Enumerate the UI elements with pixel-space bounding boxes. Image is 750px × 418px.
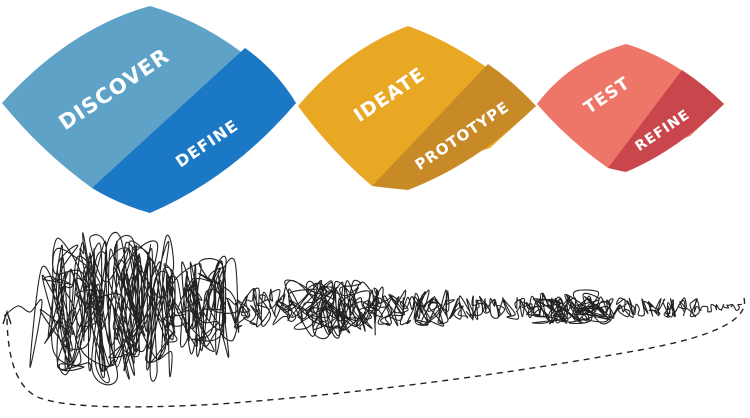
- refine-shape-lower: [608, 70, 724, 172]
- loop-arrowhead-icon: [2, 309, 12, 325]
- stage-ideate-prototype: IDEATE PROTOTYPE: [298, 26, 536, 190]
- stage-discover-define: DISCOVER DEFINE: [2, 6, 296, 213]
- prototype-shape-lower: [372, 64, 536, 190]
- process-squiggle: [3, 231, 743, 386]
- loop-dashed-path: [6, 297, 746, 408]
- loop-back-arrow: [2, 297, 746, 408]
- squiggle-line: [3, 231, 743, 386]
- define-shape-lower: [92, 48, 296, 213]
- stage-test-refine: TEST REFINE: [537, 44, 724, 172]
